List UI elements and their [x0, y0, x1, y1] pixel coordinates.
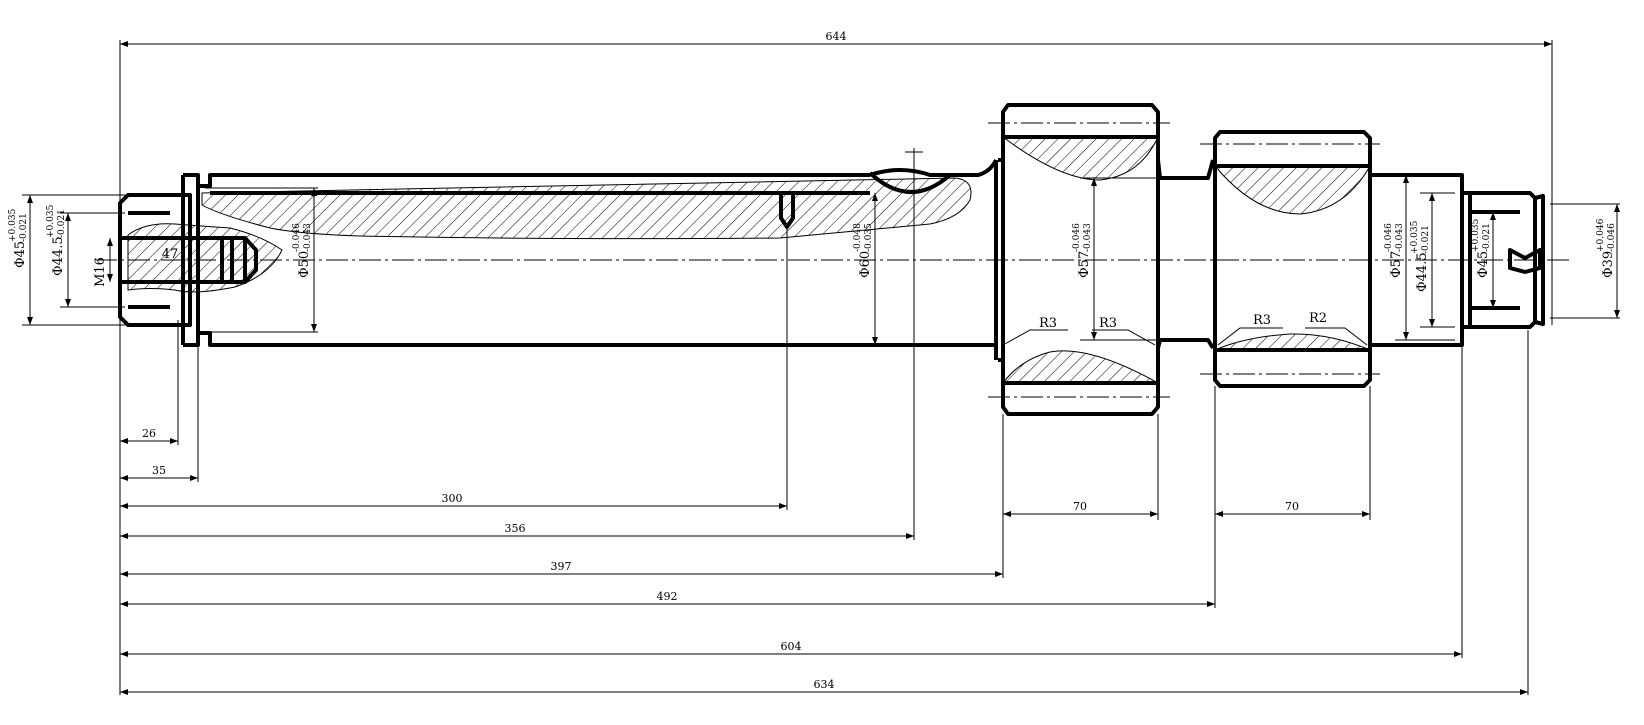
length-dimension-texts: 644 26 35 300 356 397 492 604 634 70 70: [142, 30, 1299, 691]
svg-text:+0.046: +0.046: [1596, 218, 1606, 252]
radius-r3-gear1-left: R3: [1039, 316, 1057, 331]
svg-text:-0.046: -0.046: [1072, 223, 1082, 252]
diameter-39: Φ39 +0.046 -0.046: [1596, 218, 1617, 278]
gear-center-lines: [905, 122, 1380, 398]
svg-text:+0.035: +0.035: [8, 208, 18, 242]
svg-text:-0.043: -0.043: [303, 223, 313, 252]
svg-text:-0.043: -0.043: [1083, 223, 1093, 252]
dim-604: 604: [781, 640, 802, 653]
svg-text:-0.046: -0.046: [1607, 223, 1617, 252]
diameter-44-5-left: Φ44.5 +0.035 -0.021: [46, 204, 67, 276]
svg-text:-0.048: -0.048: [853, 223, 863, 252]
radius-r3-gear1-right: R3: [1099, 316, 1117, 331]
thread-length-label: 47: [162, 247, 179, 262]
svg-text:Φ39: Φ39: [1601, 251, 1616, 278]
svg-text:Φ50: Φ50: [297, 251, 312, 278]
svg-text:-0.046: -0.046: [292, 223, 302, 252]
length-dimension-lines: [120, 41, 1552, 695]
diameter-57-right: Φ57 -0.046 -0.043: [1384, 223, 1405, 278]
diameter-texts: Φ45 +0.035 -0.021 Φ44.5 +0.035 -0.021 Φ5…: [8, 204, 1617, 292]
diameter-60: Φ60 -0.048 -0.035: [853, 223, 874, 278]
dim-634: 634: [814, 678, 835, 691]
m16-thread-label: M16: [93, 257, 108, 287]
dim-300: 300: [442, 492, 463, 505]
svg-text:+0.035: +0.035: [46, 204, 56, 238]
dim-397: 397: [551, 560, 572, 573]
svg-text:-0.043: -0.043: [1395, 223, 1405, 252]
dim-gear1-width-70: 70: [1073, 500, 1087, 513]
svg-text:+0.035: +0.035: [1471, 218, 1481, 252]
svg-text:-0.021: -0.021: [1421, 225, 1431, 254]
svg-text:Φ45: Φ45: [1476, 251, 1491, 278]
radius-r3-gear2: R3: [1253, 313, 1271, 328]
diameter-44-5-right: Φ44.5 +0.035 -0.021: [1410, 220, 1431, 292]
dim-gear2-width-70: 70: [1285, 500, 1299, 513]
diameter-45-left: Φ45 +0.035 -0.021: [8, 208, 29, 268]
dim-26: 26: [142, 427, 156, 440]
svg-text:-0.035: -0.035: [864, 223, 874, 252]
diameter-57-gear1: Φ57 -0.046 -0.043: [1072, 223, 1093, 278]
svg-text:-0.021: -0.021: [19, 213, 29, 242]
svg-text:-0.021: -0.021: [57, 209, 67, 238]
extension-lines: [22, 40, 1620, 695]
radius-r2-gear2: R2: [1309, 311, 1327, 326]
svg-text:-0.021: -0.021: [1482, 223, 1492, 252]
svg-text:Φ45: Φ45: [13, 241, 28, 268]
svg-text:Φ57: Φ57: [1077, 251, 1092, 278]
diameter-dimension-lines: [27, 175, 1620, 345]
svg-text:Φ44.5: Φ44.5: [51, 236, 66, 276]
shaft-outline: [118, 103, 1545, 416]
svg-text:Φ60: Φ60: [858, 251, 873, 278]
dim-35: 35: [152, 464, 166, 477]
diameter-45-right: Φ45 +0.035 -0.021: [1471, 218, 1492, 278]
dim-overall-644: 644: [826, 30, 847, 43]
svg-text:+0.035: +0.035: [1410, 220, 1420, 254]
dim-356: 356: [505, 522, 526, 535]
feature-labels: M16 47 R3 R3 R3 R2: [93, 247, 1327, 331]
diameter-50: Φ50 -0.046 -0.043: [292, 223, 313, 278]
svg-text:Φ44.5: Φ44.5: [1415, 252, 1430, 292]
svg-text:Φ57: Φ57: [1389, 251, 1404, 278]
radius-leaders: [1002, 327, 1368, 346]
dim-492: 492: [657, 590, 678, 603]
svg-text:-0.046: -0.046: [1384, 223, 1394, 252]
